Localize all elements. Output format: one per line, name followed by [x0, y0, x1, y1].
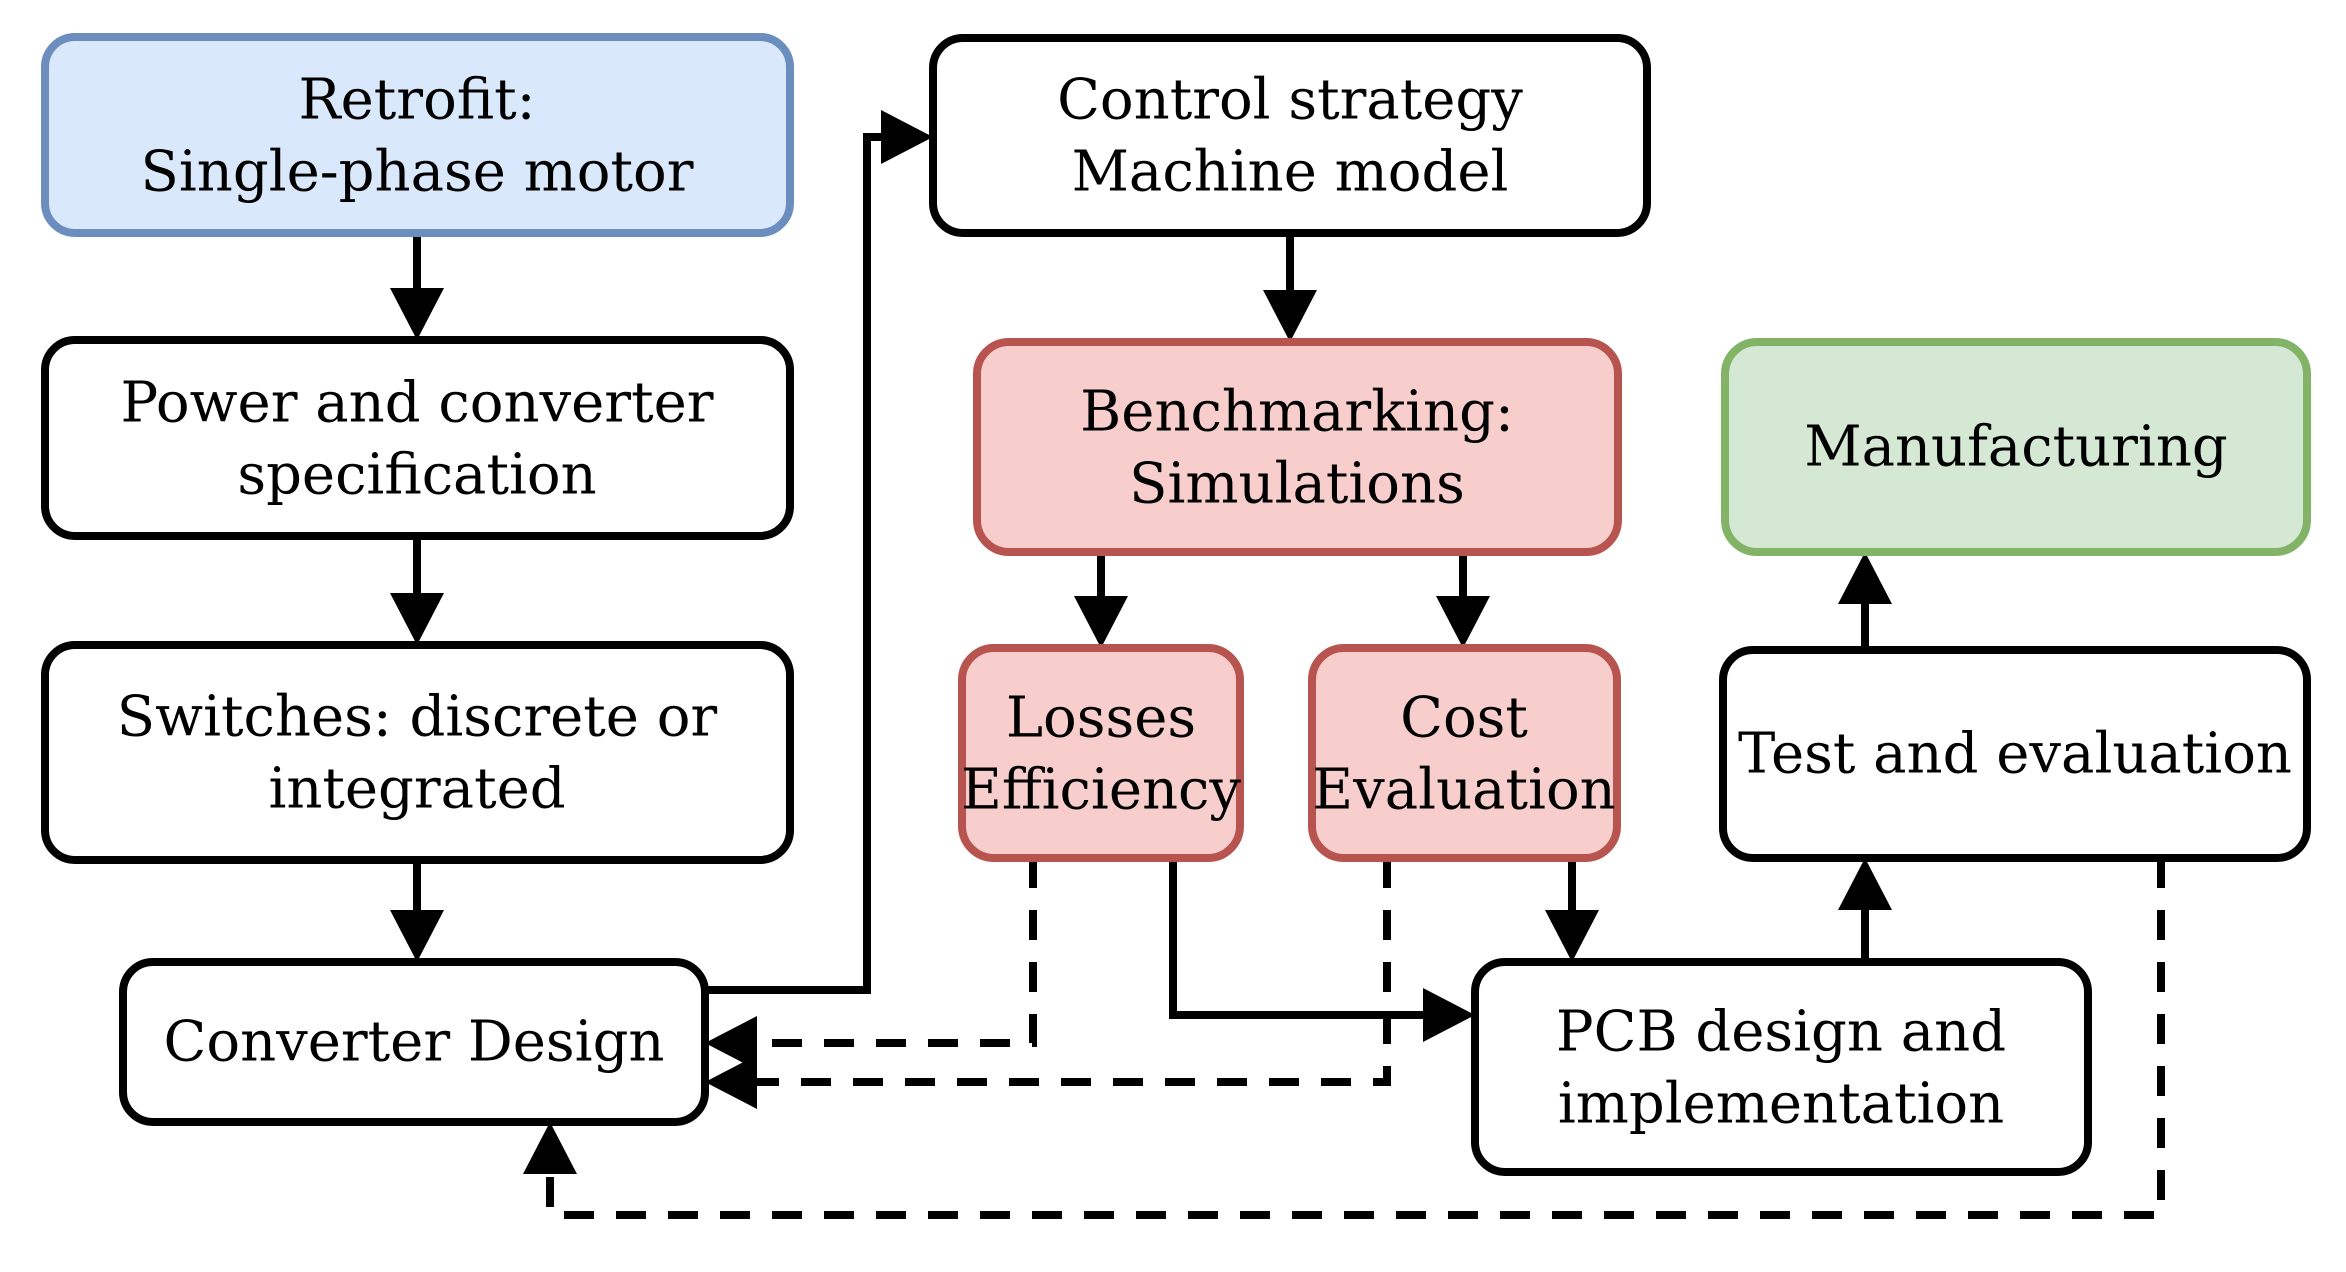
edge-losses-to-pcb	[1169, 858, 1475, 1042]
node-benchmarking-box	[973, 338, 1622, 556]
node-pcb-label-line1: PCB design and	[1556, 1000, 2006, 1065]
edge-benchmarking-to-cost	[1436, 552, 1490, 648]
node-switches-label-line1: Switches: discrete or	[117, 685, 718, 750]
node-control-strategy-label-line2: Machine model	[1072, 140, 1509, 205]
node-switches-label-line2: integrated	[268, 757, 565, 822]
node-power-spec: Power and converter specification	[41, 336, 794, 540]
arrowhead-down-icon	[1074, 596, 1128, 648]
node-pcb-label-line2: implementation	[1558, 1072, 2004, 1137]
node-retrofit-label-line2: Single-phase motor	[141, 140, 694, 205]
node-power-spec-label-line1: Power and converter	[121, 371, 714, 436]
node-converter-design-label: Converter Design	[164, 1010, 665, 1075]
node-cost-label-line2: Evaluation	[1312, 758, 1615, 823]
arrowhead-right-icon	[881, 110, 933, 164]
node-cost: Cost Evaluation	[1308, 644, 1621, 862]
edge-benchmarking-to-losses	[1074, 552, 1128, 648]
node-retrofit: Retrofit: Single-phase motor	[41, 33, 794, 237]
node-cost-label-line1: Cost	[1400, 686, 1528, 751]
node-benchmarking: Benchmarking: Simulations	[973, 338, 1622, 556]
edge-pcb-to-test	[1838, 858, 1892, 962]
node-benchmarking-label-line1: Benchmarking:	[1080, 380, 1514, 445]
node-cost-box	[1308, 644, 1621, 862]
arrowhead-left-icon	[705, 1016, 757, 1070]
node-manufacturing-label: Manufacturing	[1804, 415, 2228, 480]
node-power-spec-label-line2: specification	[237, 443, 596, 508]
arrowhead-down-icon	[1263, 290, 1317, 342]
arrowhead-right-icon	[1423, 988, 1475, 1042]
edge-line	[705, 133, 883, 994]
edge-converter-to-control	[705, 110, 933, 994]
edge-power-to-switches	[390, 536, 444, 645]
arrowhead-down-icon	[390, 593, 444, 645]
node-manufacturing: Manufacturing	[1721, 338, 2311, 556]
node-pcb: PCB design and implementation	[1471, 958, 2092, 1176]
edge-switches-to-converter	[390, 860, 444, 962]
edge-retrofit-to-power	[390, 233, 444, 340]
node-losses-box	[958, 644, 1244, 862]
node-test-eval-label: Test and evaluation	[1738, 722, 2292, 787]
node-switches: Switches: discrete or integrated	[41, 641, 794, 864]
edge-losses-feedback-to-converter	[705, 858, 1037, 1070]
node-pcb-box	[1471, 958, 2092, 1176]
node-control-strategy-box	[929, 34, 1651, 237]
node-test-eval: Test and evaluation	[1719, 646, 2311, 862]
node-power-spec-box	[41, 336, 794, 540]
node-converter-design-box	[119, 958, 709, 1126]
edge-line-dashed	[546, 858, 2165, 1219]
edge-line-dashed	[757, 858, 1037, 1047]
node-losses-label-line1: Losses	[1006, 686, 1196, 751]
node-losses: Losses Efficiency	[958, 644, 1244, 862]
edge-test-to-manufacturing	[1838, 552, 1892, 650]
node-retrofit-label-line1: Retrofit:	[298, 68, 535, 133]
node-control-strategy-label-line1: Control strategy	[1057, 68, 1523, 133]
arrowhead-up-icon	[523, 1122, 577, 1174]
node-retrofit-box	[41, 33, 794, 237]
edge-cost-to-pcb	[1545, 858, 1599, 962]
arrowhead-down-icon	[1436, 596, 1490, 648]
node-benchmarking-label-line2: Simulations	[1129, 452, 1465, 517]
edge-line-dashed	[757, 858, 1391, 1086]
node-converter-design: Converter Design	[119, 958, 709, 1126]
node-losses-label-line2: Efficiency	[961, 758, 1241, 823]
arrowhead-up-icon	[1838, 552, 1892, 604]
arrowhead-down-icon	[390, 288, 444, 340]
arrowhead-down-icon	[390, 910, 444, 962]
edge-line	[1169, 858, 1425, 1019]
edge-cost-feedback-to-converter	[705, 858, 1391, 1109]
node-switches-box	[41, 641, 794, 864]
arrowhead-up-icon	[1838, 858, 1892, 910]
edge-test-feedback-to-converter	[523, 858, 2165, 1219]
node-manufacturing-box	[1721, 338, 2311, 556]
node-test-eval-box	[1719, 646, 2311, 862]
edge-control-to-benchmarking	[1263, 233, 1317, 342]
arrowhead-down-icon	[1545, 910, 1599, 962]
arrowhead-left-icon	[705, 1055, 757, 1109]
node-control-strategy: Control strategy Machine model	[929, 34, 1651, 237]
